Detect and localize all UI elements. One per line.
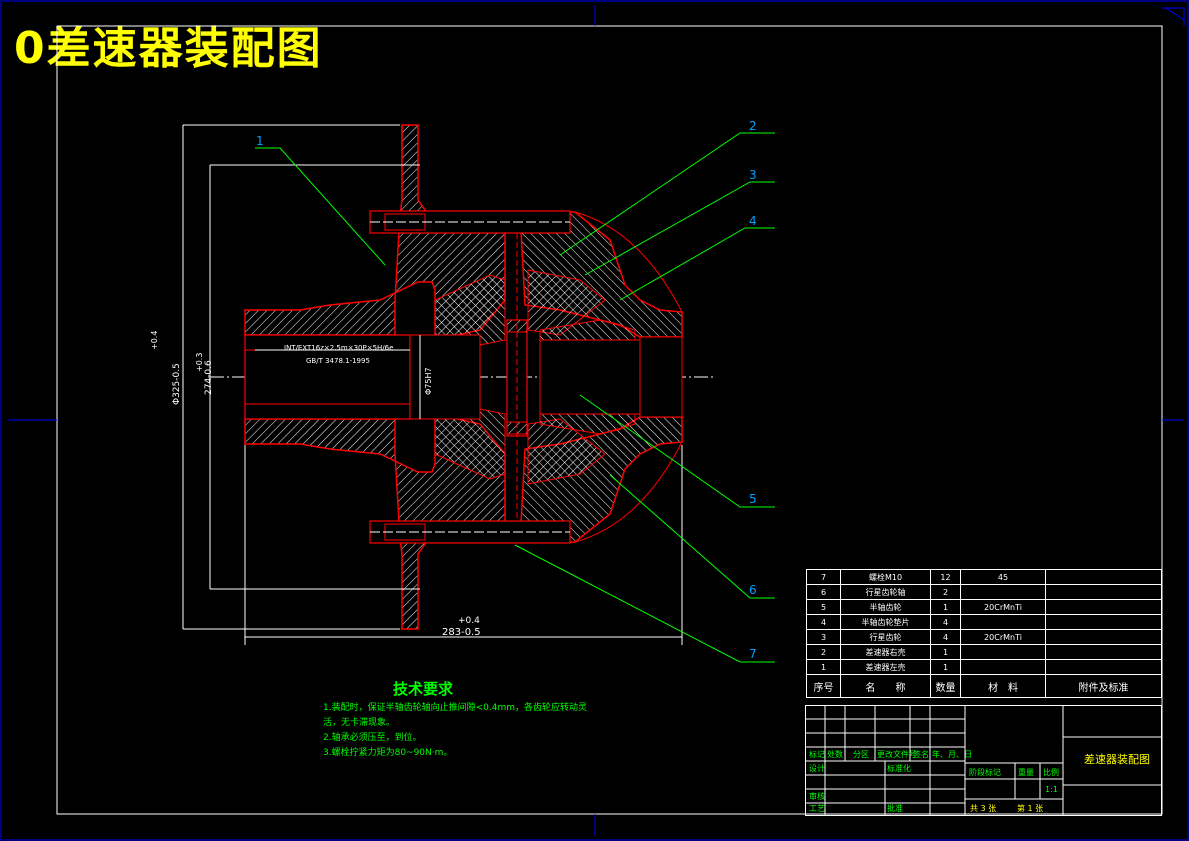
bom-cell-qty: 4 — [930, 629, 961, 645]
tb-sign: 签名 — [913, 750, 929, 759]
bom-cell-no: 4 — [806, 614, 841, 630]
bom-cell-material — [960, 584, 1046, 600]
bom-cell-name: 螺栓M10 — [840, 569, 931, 585]
callout-4: 4 — [749, 214, 757, 228]
bom-header-standard: 附件及标准 — [1045, 674, 1162, 698]
tb-mark: 标记 — [809, 750, 825, 759]
bom-header-qty: 数量 — [930, 674, 961, 698]
bom-cell-no: 6 — [806, 584, 841, 600]
spline-standard: GB/T 3478.1-1995 — [306, 357, 370, 365]
planet-gear-lower — [527, 418, 606, 485]
bom-cell-material: 45 — [960, 569, 1046, 585]
bom-cell-std — [1045, 629, 1162, 645]
tb-count: 处数 — [827, 750, 843, 759]
bom-cell-no: 1 — [806, 659, 841, 675]
bom-header-material: 材 料 — [960, 674, 1046, 698]
title-block: 标记 处数 分区 更改文件号 签名 年、月、日 设计 标准化 审核 工艺 批准 … — [805, 705, 1161, 815]
dim-length-tol: +0.4 — [458, 616, 480, 626]
tb-zone: 分区 — [853, 750, 869, 759]
bom-cell-material: 20CrMnTi — [960, 599, 1046, 615]
bom-cell-name: 半轴齿轮 — [840, 599, 931, 615]
tb-stage-mark: 阶段标记 — [969, 768, 1001, 777]
callout-6: 6 — [749, 583, 757, 597]
bom-cell-std — [1045, 614, 1162, 630]
tb-weight: 重量 — [1018, 768, 1034, 777]
tb-process: 工艺 — [809, 804, 825, 813]
bom-header-row: 序号 名 称 数量 材 料 附件及标准 — [806, 674, 1162, 698]
tb-design: 设计 — [809, 764, 825, 773]
callout-3: 3 — [749, 168, 757, 182]
tb-doc-no: 更改文件号 — [877, 750, 917, 759]
bom-cell-std — [1045, 569, 1162, 585]
bom-cell-std — [1045, 584, 1162, 600]
callout-5: 5 — [749, 492, 757, 506]
drawing-title: 0差速器装配图 — [14, 23, 323, 74]
dim-inner-tol: +0.3 — [195, 352, 204, 372]
planet-gear-upper — [527, 269, 606, 336]
tb-scale-value: 1:1 — [1045, 785, 1058, 794]
bom-cell-material — [960, 659, 1046, 675]
dim-inner-dia: 274-0.6 — [204, 360, 214, 395]
tb-sheets: 共 3 张 — [970, 804, 997, 813]
tb-review: 审核 — [809, 792, 825, 801]
bom-cell-qty: 1 — [930, 644, 961, 660]
bom-cell-name: 差速器右壳 — [840, 644, 931, 660]
bom-cell-std — [1045, 659, 1162, 675]
tb-approve: 批准 — [887, 804, 903, 813]
dim-length: 283-0.5 — [442, 627, 481, 638]
bom-cell-material: 20CrMnTi — [960, 629, 1046, 645]
bom-cell-std — [1045, 644, 1162, 660]
bom-cell-name: 行星齿轮 — [840, 629, 931, 645]
tech-req-item: 1.装配时，保证半轴齿轮轴向止推间隙<0.4mm，各齿轮应转动灵活，无卡滞现象。 — [323, 703, 587, 728]
bom-cell-no: 5 — [806, 599, 841, 615]
technical-requirements: 技术要求 1.装配时，保证半轴齿轮轴向止推间隙<0.4mm，各齿轮应转动灵活，无… — [323, 682, 593, 761]
bom-cell-name: 差速器左壳 — [840, 659, 931, 675]
bom-cell-qty: 1 — [930, 599, 961, 615]
bom-cell-std — [1045, 599, 1162, 615]
title-block-grid — [805, 705, 1162, 816]
bom-cell-no: 3 — [806, 629, 841, 645]
bom-cell-qty: 2 — [930, 584, 961, 600]
bom-header-name: 名 称 — [840, 674, 931, 698]
bom-cell-material — [960, 644, 1046, 660]
bom-cell-qty: 1 — [930, 659, 961, 675]
bom-cell-material — [960, 614, 1046, 630]
tech-req-title: 技术要求 — [392, 680, 453, 698]
tb-date: 年、月、日 — [932, 750, 972, 759]
dim-bore: Φ75H7 — [424, 367, 433, 395]
spline-spec: INT/EXT16z×2.5m×30P×5H/6e — [284, 344, 394, 352]
callout-7: 7 — [749, 647, 757, 661]
tech-req-item: 3.螺栓拧紧力矩为80~90N·m。 — [323, 748, 453, 758]
bom-cell-name: 行星齿轮轴 — [840, 584, 931, 600]
bom-header-no: 序号 — [806, 674, 841, 698]
bom-cell-qty: 12 — [930, 569, 961, 585]
dim-outer-tol: +0.4 — [150, 330, 159, 350]
tb-scale: 比例 — [1043, 768, 1059, 777]
callout-2: 2 — [749, 119, 757, 133]
bom-cell-name: 半轴齿轮垫片 — [840, 614, 931, 630]
tb-standardize: 标准化 — [887, 764, 911, 773]
dim-outer-dia: Φ325-0.5 — [172, 363, 182, 405]
callout-1: 1 — [256, 134, 264, 148]
tb-drawing-name: 差速器装配图 — [1084, 753, 1150, 766]
tb-sheet-no: 第 1 张 — [1017, 804, 1044, 813]
bom-cell-qty: 4 — [930, 614, 961, 630]
bom-cell-no: 2 — [806, 644, 841, 660]
tech-req-item: 2.轴承必须压至，到位。 — [323, 733, 422, 743]
bom-cell-no: 7 — [806, 569, 841, 585]
